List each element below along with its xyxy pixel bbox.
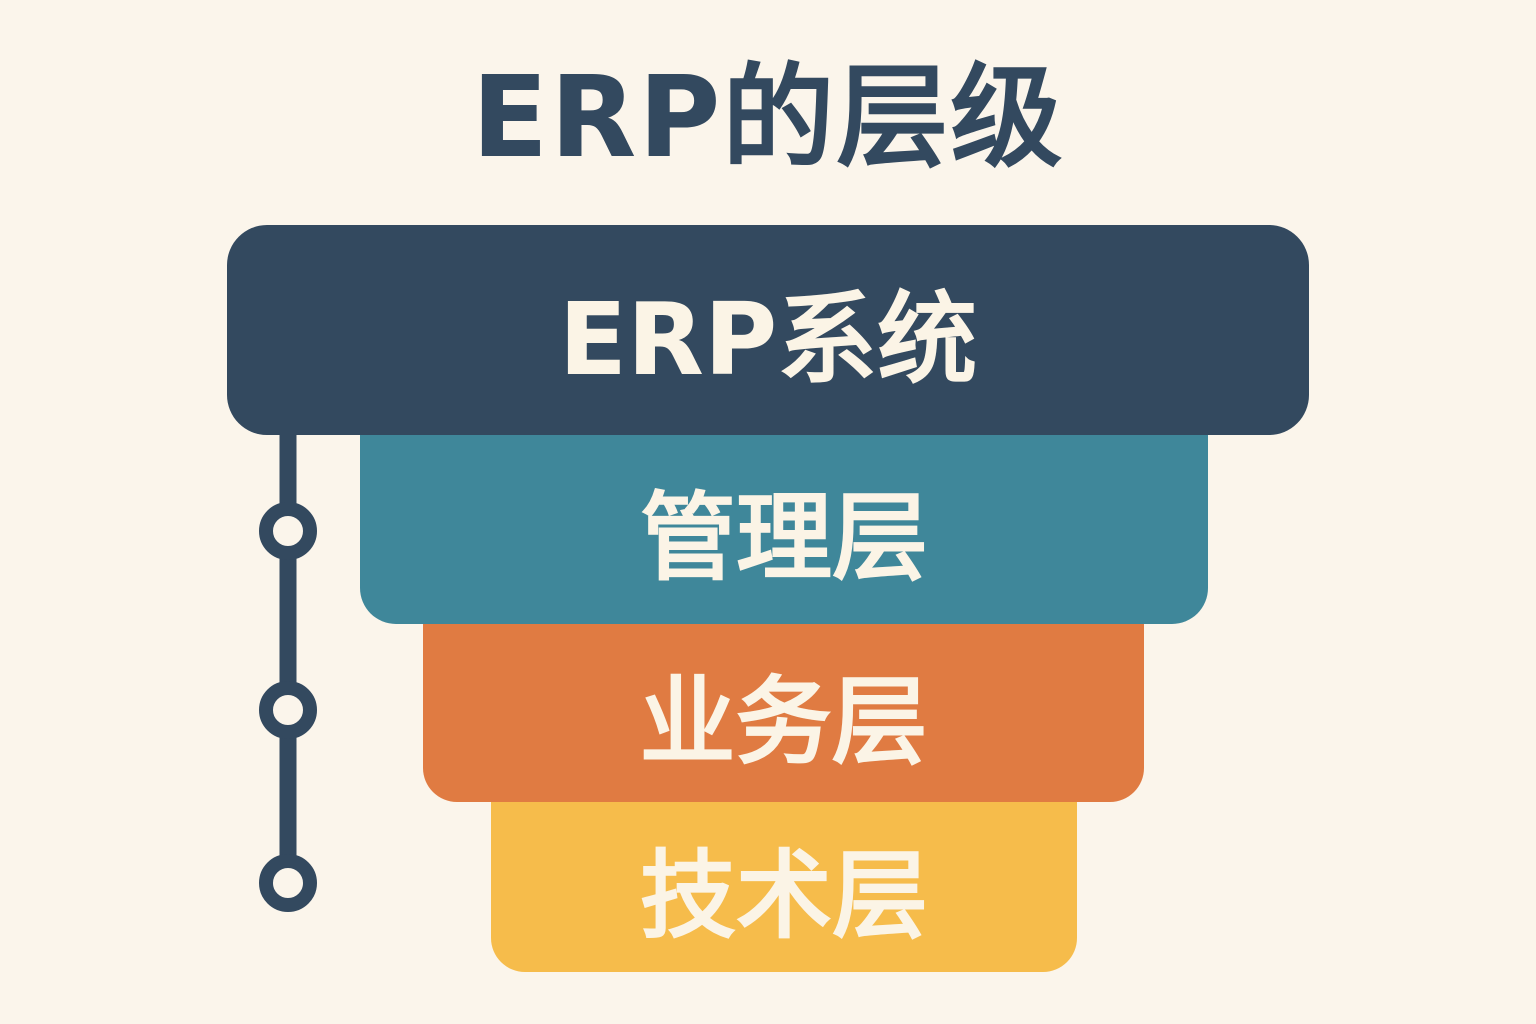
layer-label: 业务层 <box>639 665 928 778</box>
timeline-node <box>259 854 317 912</box>
layer-technology: 技术层 <box>491 802 1077 972</box>
layer-label: 管理层 <box>640 482 928 594</box>
timeline-node <box>259 502 317 560</box>
layer-erp-system: ERP系统 <box>227 225 1309 435</box>
layer-label: 技术层 <box>640 839 928 952</box>
layer-label: ERP系统 <box>558 280 978 398</box>
diagram-title: ERP的层级 <box>471 53 1065 183</box>
layer-business: 业务层 <box>423 624 1144 802</box>
timeline-node <box>259 681 317 739</box>
layer-management: 管理层 <box>360 435 1208 624</box>
